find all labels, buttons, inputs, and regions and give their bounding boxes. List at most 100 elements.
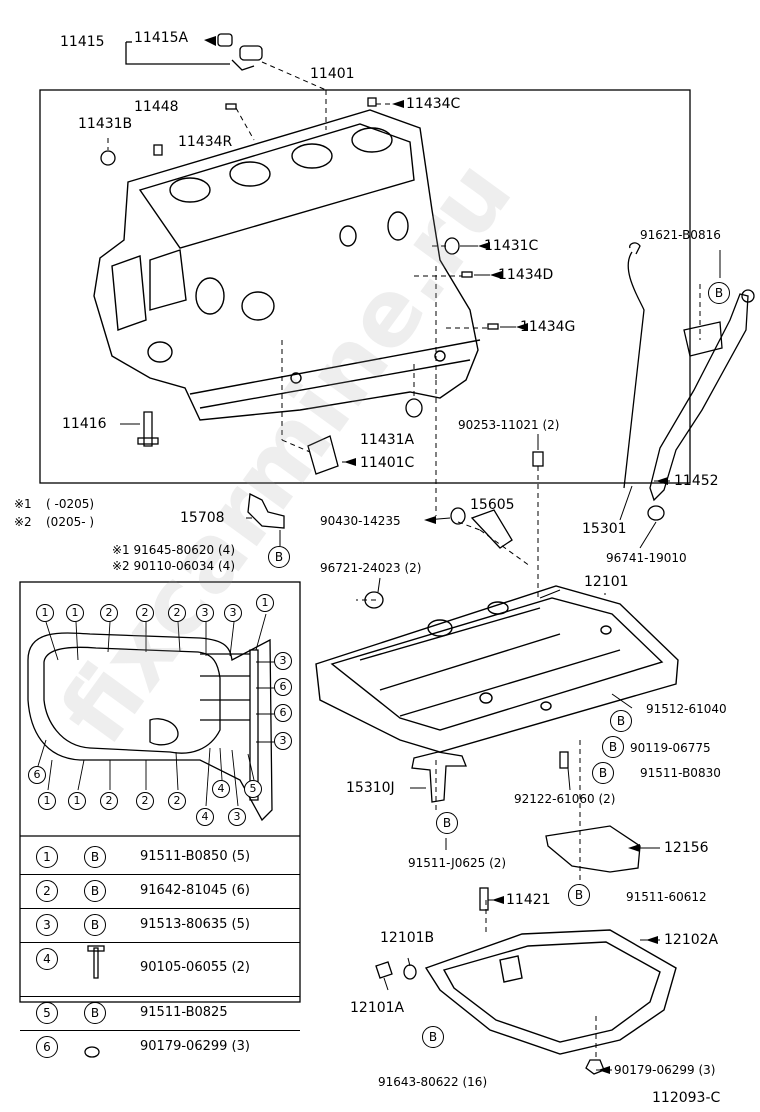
baffle-12156 — [545, 825, 641, 873]
pan-bolt-number: 1 — [36, 604, 54, 622]
pan-bolt-number: 2 — [168, 604, 186, 622]
b-marker: B — [610, 710, 632, 732]
pan-bolt-number: 1 — [66, 604, 84, 622]
label-90119-06775: 90119-06775 — [630, 741, 711, 755]
diagram-id: 112093-C — [652, 1090, 721, 1106]
label-15708: 15708 — [180, 510, 225, 526]
label-11401: 11401 — [310, 66, 355, 82]
sensor-11415 — [217, 33, 263, 71]
pan-bolt-number: 1 — [256, 594, 274, 612]
b-marker: B — [708, 282, 730, 304]
arrow-11434C — [392, 100, 404, 108]
b-marker: B — [436, 812, 458, 834]
pan-bolt-number: 4 — [196, 808, 214, 826]
drain-plug-12101A — [375, 961, 393, 979]
label-12101B: 12101B — [380, 930, 435, 946]
legend-number: 5 — [36, 1002, 58, 1024]
b-marker: B — [568, 884, 590, 906]
label-91512-61040: 91512-61040 — [646, 702, 727, 716]
cylinder-block-frame — [39, 89, 691, 484]
legend-part-code: 91642-81045 (6) — [140, 883, 250, 898]
plug-11431B — [100, 150, 116, 166]
label-11434G: 11434G — [520, 319, 576, 335]
pin-11434D — [461, 271, 473, 278]
nut-legend-90179 — [84, 1046, 100, 1058]
stud-92122 — [559, 751, 569, 769]
legend-row: 6 90179-06299 (3) — [20, 1030, 300, 1066]
cylinder-block — [93, 109, 481, 421]
pan-bolt-number: 4 — [212, 780, 230, 798]
label-92122-61060: 92122-61060 (2) — [514, 792, 616, 806]
nut-90179 — [585, 1059, 605, 1075]
legend-number: 6 — [36, 1036, 58, 1058]
legend-part-code: 91511-B0850 (5) — [140, 849, 251, 864]
oil-pan-12101 — [315, 585, 679, 753]
legend-part-code: 90179-06299 (3) — [140, 1039, 250, 1054]
label-11434D: 11434D — [498, 267, 554, 283]
pan-bolt-number: 2 — [100, 792, 118, 810]
b-marker: B — [602, 736, 624, 758]
label-91511-60612: 91511-60612 — [626, 890, 707, 904]
plug-11401C — [307, 435, 339, 475]
legend-number: 4 — [36, 948, 58, 970]
oil-pan-12102A — [424, 929, 677, 1055]
legend-row: 4 90105-06055 (2) — [20, 942, 300, 997]
pan-bolt-number: 1 — [68, 792, 86, 810]
pan-bolt-number: 3 — [274, 652, 292, 670]
label-90253-11021: 90253-11021 (2) — [458, 418, 560, 432]
label-12101A: 12101A — [350, 1000, 405, 1016]
label-11401C: 11401C — [360, 455, 415, 471]
pan-bolt-number: 3 — [228, 808, 246, 826]
legend-number: 3 — [36, 914, 58, 936]
label-91645-80620: ※1 91645-80620 (4) — [112, 543, 235, 557]
pan-bolt-number: 1 — [38, 792, 56, 810]
label-12101: 12101 — [584, 574, 629, 590]
pump-15310J — [411, 751, 467, 803]
pin-11434G — [487, 323, 499, 330]
label-11421: 11421 — [506, 892, 551, 908]
dipstick-15301 — [623, 242, 645, 489]
label-11415: 11415 — [60, 34, 105, 50]
o-ring-96721 — [364, 591, 384, 609]
legend-part-code: 90105-06055 (2) — [140, 960, 250, 975]
pan-bolt-number: 2 — [168, 792, 186, 810]
plug-11431A — [405, 398, 423, 418]
gasket-90430 — [450, 507, 466, 525]
legend-frame — [19, 581, 301, 1003]
label-15310J: 15310J — [346, 780, 395, 796]
strainer-15605 — [470, 509, 513, 549]
label-90110-06034: ※2 90110-06034 (4) — [112, 559, 235, 573]
label-15301: 15301 — [582, 521, 627, 537]
label-11452: 11452 — [674, 473, 719, 489]
label-11448: 11448 — [134, 99, 179, 115]
pan-bolt-number: 3 — [224, 604, 242, 622]
label-11416: 11416 — [62, 416, 107, 432]
legend-part-code: 91513-80635 (5) — [140, 917, 250, 932]
pan-bolt-number: 3 — [196, 604, 214, 622]
label-96721-24023: 96721-24023 (2) — [320, 561, 422, 575]
label-91621-B0816: 91621-B0816 — [640, 228, 721, 242]
pan-bolt-number: 2 — [136, 792, 154, 810]
pan-bolt-number: 5 — [244, 780, 262, 798]
label-11431A: 11431A — [360, 432, 415, 448]
pan-bolt-number: 6 — [274, 704, 292, 722]
bolt-90105 — [93, 947, 99, 979]
note1-range: ( -0205) — [46, 497, 95, 511]
pin-11434R — [225, 103, 237, 110]
pan-bolt-number: 6 — [274, 678, 292, 696]
pin-90253 — [532, 451, 544, 467]
label-91511-J0625: 91511-J0625 (2) — [408, 856, 507, 870]
label-12156: 12156 — [664, 840, 709, 856]
label-96741-19010: 96741-19010 — [606, 551, 687, 565]
note2-range: (0205- ) — [46, 515, 95, 529]
label-90179-06299-pan: 90179-06299 (3) — [614, 1063, 716, 1077]
bolt-11416 — [143, 411, 153, 447]
label-91643-80622: 91643-80622 (16) — [378, 1075, 488, 1089]
label-15605: 15605 — [470, 497, 515, 513]
gasket-12101B — [403, 964, 417, 980]
